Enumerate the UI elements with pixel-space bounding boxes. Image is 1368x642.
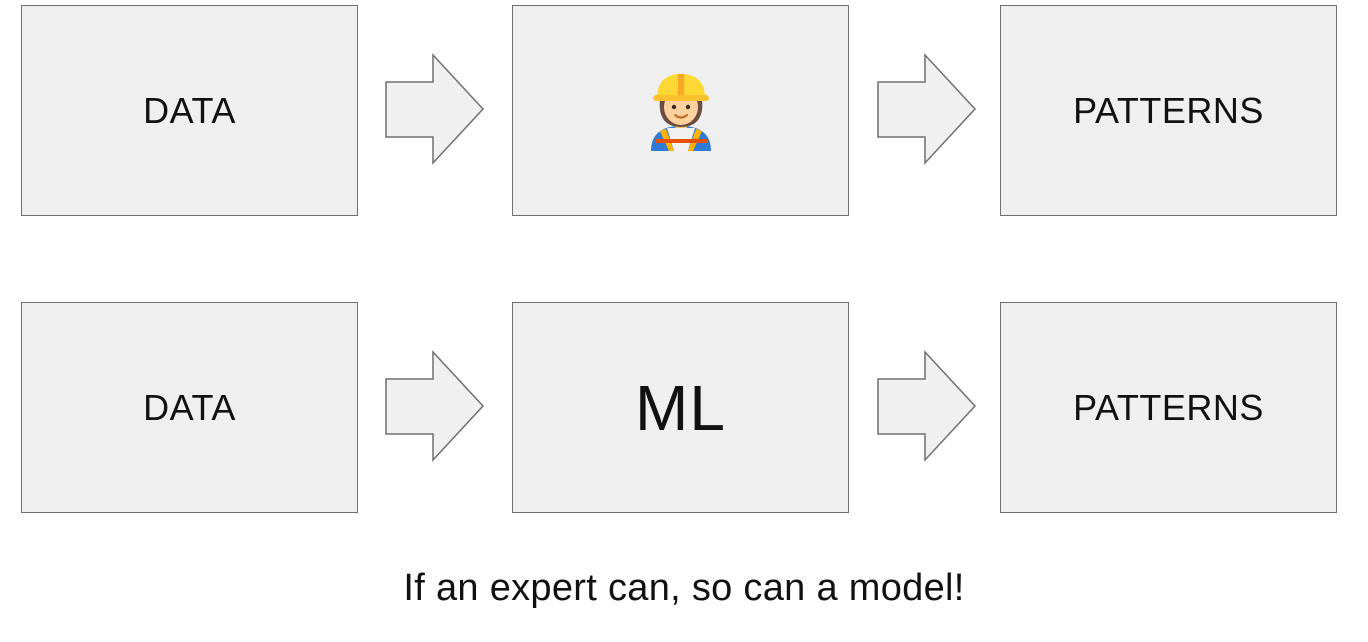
row1-data-box: DATA [21, 5, 358, 216]
row1-patterns-label: PATTERNS [1073, 89, 1264, 131]
row1-expert-box [512, 5, 849, 216]
row2-ml-box: ML [512, 302, 849, 513]
row2-arrow-1 [385, 350, 485, 462]
row1-arrow-1 [385, 53, 485, 165]
construction-worker-icon [650, 73, 711, 151]
row1-data-label: DATA [143, 89, 236, 131]
row2-data-label: DATA [143, 386, 236, 428]
row2-patterns-label: PATTERNS [1073, 386, 1264, 428]
row1-patterns-box: PATTERNS [1000, 5, 1337, 216]
caption: If an expert can, so can a model! [403, 567, 965, 609]
row2-data-box: DATA [21, 302, 358, 513]
row2-ml-label: ML [635, 371, 726, 444]
row1-arrow-2 [877, 53, 977, 165]
row2-arrow-2 [877, 350, 977, 462]
row2-patterns-box: PATTERNS [1000, 302, 1337, 513]
